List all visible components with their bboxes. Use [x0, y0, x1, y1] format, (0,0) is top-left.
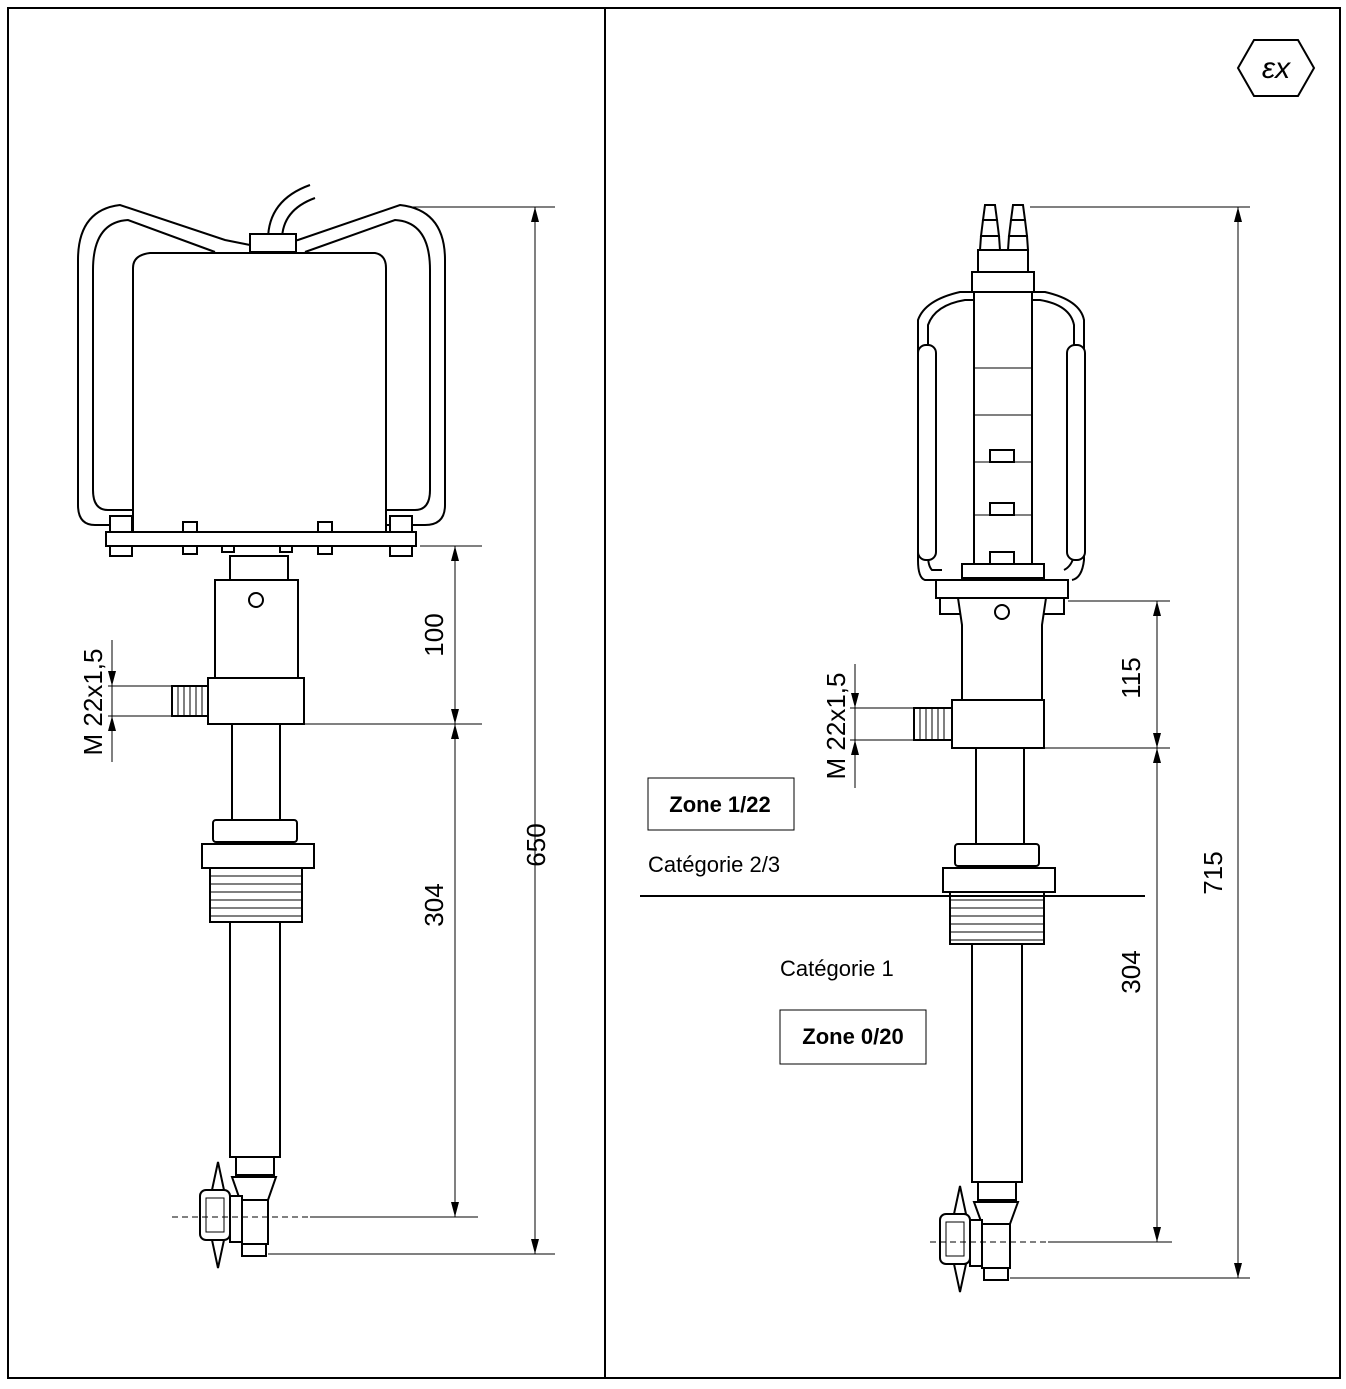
shaft-neck [229, 555, 289, 581]
probe-tip-neck [235, 1156, 275, 1176]
right-upper-section-label: 115 [1116, 657, 1146, 698]
category-upper-label: Catégorie 2/3 [648, 852, 780, 877]
right-overall-height-label: 715 [1198, 851, 1228, 894]
probe-tube [971, 943, 1023, 1183]
probe-tip-assembly [930, 1185, 1048, 1293]
cable [267, 184, 311, 241]
hex-nut [954, 843, 1040, 867]
process-flange [201, 843, 315, 869]
mounting-flange [105, 531, 417, 547]
side-thread-hatching [919, 708, 945, 740]
central-body [973, 291, 1033, 565]
bolt [389, 515, 413, 533]
zone-lower-label: Zone 0/20 [802, 1024, 903, 1049]
lower-shaft [975, 747, 1025, 845]
cable-gland [249, 233, 297, 253]
bolt [317, 521, 333, 533]
right-sensor-drawing: 715 115 304 M 22x1,5 Zone 1/22 Catégorie… [640, 204, 1250, 1293]
upper-shaft [956, 597, 1048, 701]
right-lower-section-label: 304 [1116, 950, 1146, 993]
right-handle-inner [304, 218, 431, 511]
left-handle-inner [92, 218, 216, 511]
bolt [389, 545, 413, 557]
connection-collar [207, 677, 305, 725]
left-handle-outer [77, 203, 251, 526]
upper-shaft [214, 579, 299, 679]
left-thread-label: M 22x1,5 [78, 649, 108, 756]
shaft-hole [248, 592, 264, 608]
mounting-flange [935, 579, 1069, 599]
category-lower-label: Catégorie 1 [780, 956, 894, 981]
zone-upper-label: Zone 1/22 [669, 792, 770, 817]
bolt [317, 545, 333, 555]
base-plate [961, 563, 1045, 579]
zone-upper-box [647, 777, 795, 831]
right-dimensions [850, 206, 1250, 1279]
probe-tip-assembly [172, 1161, 310, 1269]
cage-right-grip [1066, 344, 1086, 561]
bolt [182, 545, 198, 555]
left-sensor-drawing: 650 100 304 M 22x1,5 [77, 184, 555, 1269]
lower-shaft [231, 723, 281, 821]
probe-tube [229, 921, 281, 1158]
left-lower-section-label: 304 [419, 883, 449, 926]
bolt [221, 545, 235, 553]
right-thread-label: M 22x1,5 [821, 673, 851, 780]
cage-left-grip [917, 344, 937, 561]
hex-nut [212, 819, 298, 843]
left-overall-height-label: 650 [521, 823, 551, 866]
bolt [279, 545, 293, 553]
left-dimensions [108, 206, 555, 1255]
process-thread [209, 867, 303, 923]
side-thread-hatching [177, 686, 203, 716]
cage-outer [917, 291, 1085, 581]
process-thread [949, 891, 1045, 945]
left-upper-section-label: 100 [419, 613, 449, 656]
hose-nipples [971, 204, 1035, 293]
head-housing [132, 252, 387, 533]
bolt [109, 515, 133, 533]
probe-tip-neck [977, 1181, 1017, 1201]
ex-hexagon-icon [1236, 39, 1316, 97]
ex-mark: εx [1236, 39, 1316, 97]
bolt [182, 521, 198, 533]
ex-mark-text: εx [1262, 52, 1291, 85]
process-flange [942, 867, 1056, 893]
drawing-frame [7, 7, 1341, 1379]
bolt [109, 545, 133, 557]
shaft-hole [994, 604, 1010, 620]
connection-collar [951, 699, 1045, 749]
zone-lower-box [779, 1009, 927, 1065]
